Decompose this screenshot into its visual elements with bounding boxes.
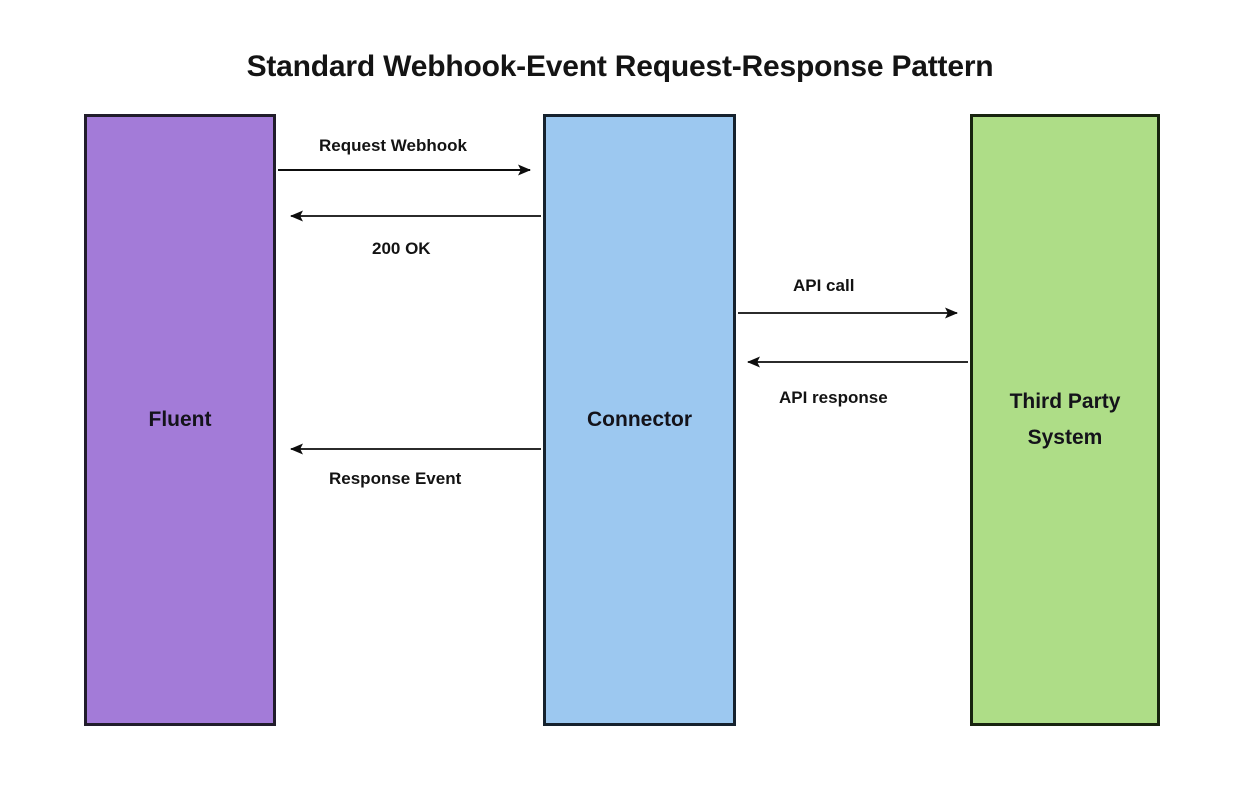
participant-fluent-label: Fluent	[148, 407, 212, 431]
participant-third-party-label: Third Party System	[1009, 390, 1121, 449]
participant-connector-label: Connector	[587, 407, 692, 431]
message-label-api-response: API response	[779, 388, 888, 407]
participant-third-party[interactable]: Third Party System	[970, 114, 1160, 726]
message-label-api-call: API call	[793, 276, 855, 295]
page-title: Standard Webhook-Event Request-Response …	[246, 50, 994, 83]
message-label-200-ok: 200 OK	[372, 239, 431, 258]
message-label-response-event: Response Event	[329, 469, 462, 488]
participant-fluent[interactable]: Fluent	[84, 114, 276, 726]
participant-connector[interactable]: Connector	[543, 114, 736, 726]
message-label-request-webhook: Request Webhook	[319, 136, 467, 155]
